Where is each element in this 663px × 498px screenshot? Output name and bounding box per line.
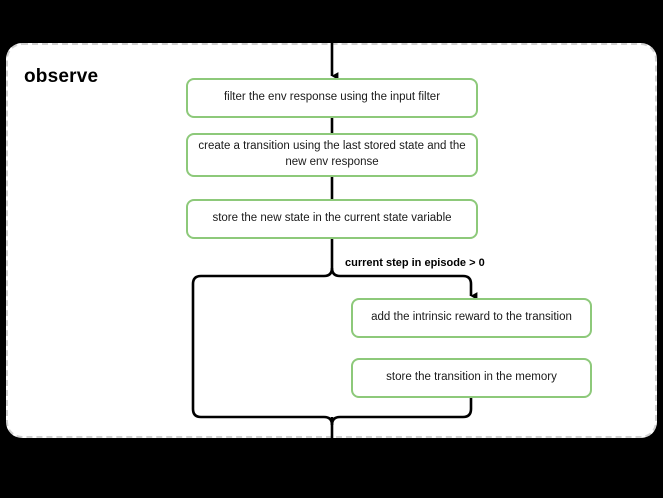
node-label: add the intrinsic reward to the transiti…: [371, 311, 572, 324]
edge-label-condition: current step in episode > 0: [345, 257, 485, 269]
node-store-transition-memory[interactable]: store the transition in the memory: [351, 358, 592, 398]
node-label: filter the env response using the input …: [223, 91, 441, 104]
node-filter-env-response[interactable]: filter the env response using the input …: [186, 78, 478, 118]
scope-title: observe: [24, 66, 99, 87]
node-store-new-state[interactable]: store the new state in the current state…: [186, 199, 478, 239]
node-create-transition[interactable]: create a transition using the last store…: [186, 133, 478, 177]
node-label: store the transition in the memory: [386, 371, 557, 384]
node-label: store the new state in the current state…: [212, 212, 452, 225]
node-label: create a transition using the last store…: [198, 140, 466, 168]
node-add-intrinsic-reward[interactable]: add the intrinsic reward to the transiti…: [351, 298, 592, 338]
